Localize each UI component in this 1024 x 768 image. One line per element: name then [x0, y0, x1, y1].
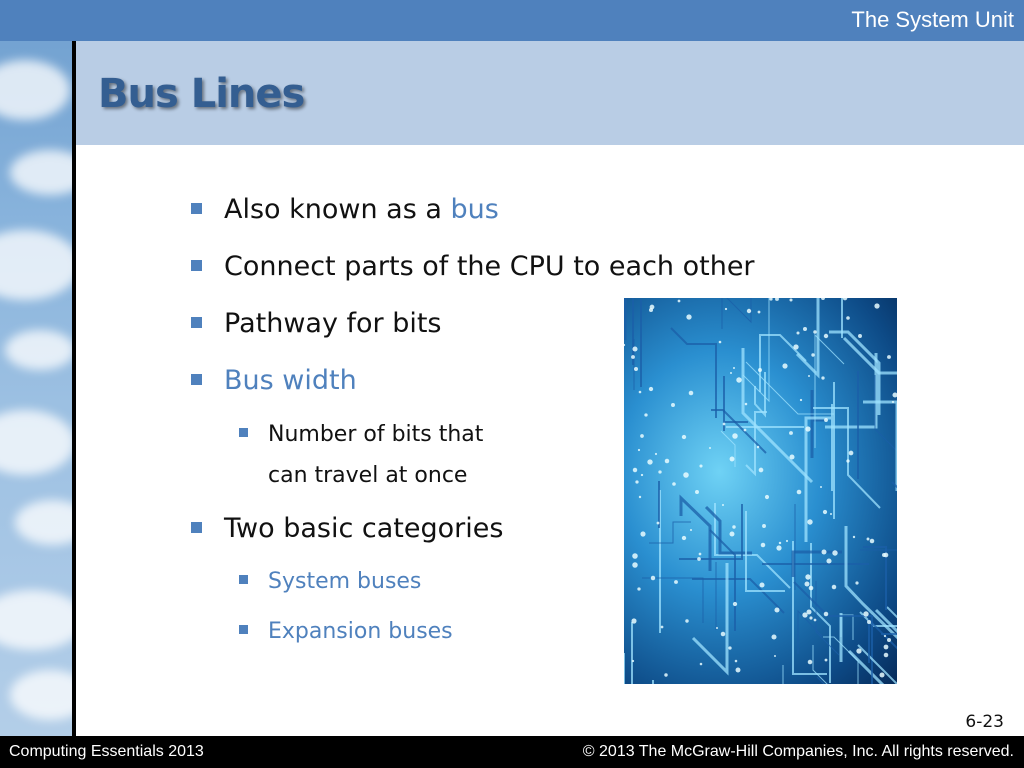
bullet-square-icon [239, 575, 248, 584]
sub-bullet-item: Expansion buses [239, 611, 453, 652]
title-band: Bus Lines [76, 41, 1024, 145]
bullet-item: Connect parts of the CPU to each other [191, 251, 755, 282]
bullet-item: Pathway for bits [191, 308, 442, 339]
bullet-square-icon [239, 625, 248, 634]
bullet-highlight: bus [450, 194, 499, 225]
sub-bullet-item: System buses [239, 561, 422, 602]
bullet-square-icon [191, 260, 202, 271]
bullet-text: Also known as a [224, 194, 451, 225]
bullet-square-icon [191, 522, 202, 533]
footer-bar: Computing Essentials 2013 © 2013 The McG… [0, 736, 1024, 768]
bullet-item: Bus width [191, 365, 357, 396]
bullet-square-icon [191, 317, 202, 328]
bullet-square-icon [239, 428, 248, 437]
bullet-text: Two basic categories [224, 513, 504, 544]
sub-bullet-highlight: System buses [268, 569, 422, 594]
footer-course-title: Computing Essentials 2013 [9, 743, 204, 760]
bullet-item: Also known as a bus [191, 194, 499, 225]
circuit-board-photo [624, 298, 897, 684]
slide-title: Bus Lines [98, 71, 305, 117]
sub-bullet-line: can travel at once [268, 463, 468, 488]
bullet-square-icon [191, 374, 202, 385]
bullet-square-icon [191, 203, 202, 214]
bullet-text: Pathway for bits [224, 308, 442, 339]
bullet-item: Two basic categories [191, 513, 504, 544]
sub-bullet-line: Number of bits that [268, 422, 484, 447]
sub-bullet-highlight: Expansion buses [268, 619, 453, 644]
footer-copyright: © 2013 The McGraw-Hill Companies, Inc. A… [582, 743, 1014, 760]
sky-clouds-decoration [0, 0, 73, 736]
top-header-bar: The System Unit [0, 0, 1024, 41]
bullet-highlight: Bus width [224, 365, 357, 396]
page-number: 6-23 [965, 712, 1004, 732]
sub-bullet-item: Number of bits that can travel at once [239, 414, 484, 496]
vertical-divider [72, 41, 76, 736]
bullet-text: Connect parts of the CPU to each other [224, 251, 755, 282]
section-title: The System Unit [851, 7, 1014, 32]
